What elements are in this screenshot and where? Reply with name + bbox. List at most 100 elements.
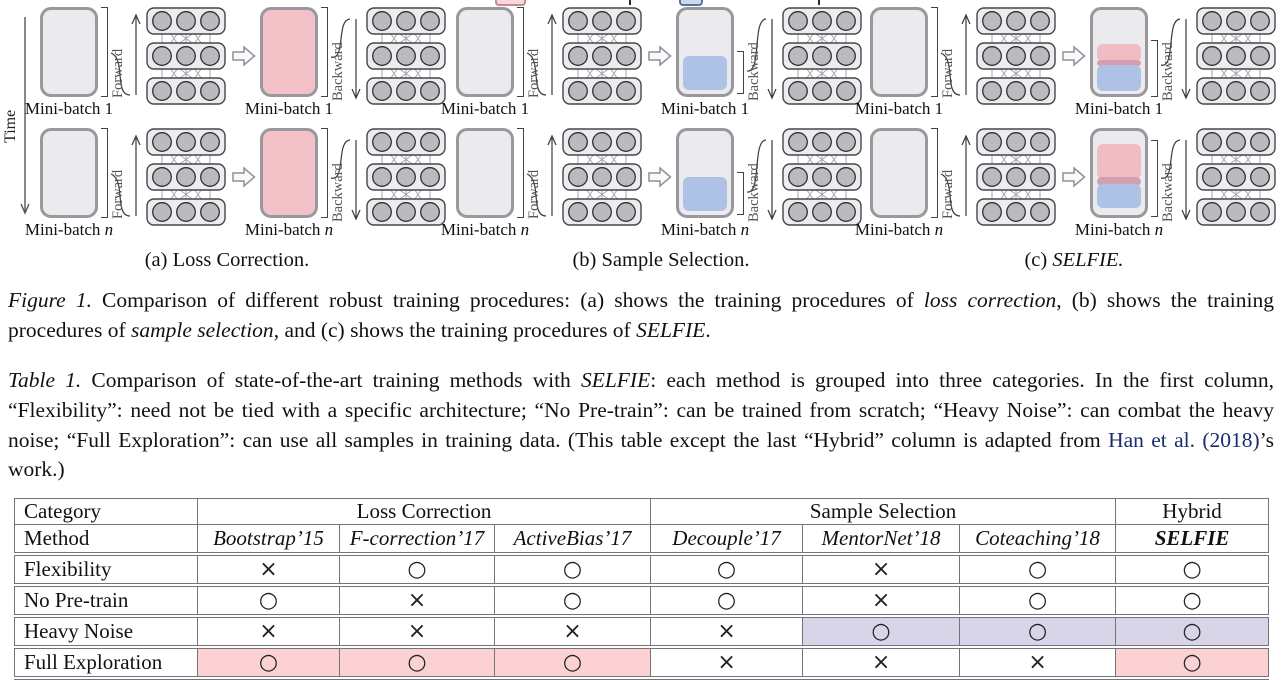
table-row-no-pretrain: No Pre-train ○ × ○ ○ × ○ ○: [14, 584, 1270, 618]
method-selfie: SELFIE: [1115, 523, 1270, 556]
overlap-band: [1096, 177, 1142, 186]
cell-value-highlighted: ○: [197, 646, 340, 680]
minibatch-output-loss-corrected: Mini-batch 1: [245, 7, 333, 118]
panel-c-caption: (c) SELFIE.: [1024, 249, 1124, 271]
backward-arrow-connector: Backward: [1160, 18, 1191, 101]
table-group-header-row: Category Loss Correction Sample Selectio…: [14, 497, 1270, 525]
comparison-table: Category Loss Correction Sample Selectio…: [14, 497, 1270, 680]
minibatch-label: Mini-batch n: [660, 220, 750, 239]
table-number: Table 1.: [8, 368, 82, 393]
method-header: Method: [14, 523, 198, 556]
group-loss-correction: Loss Correction: [196, 497, 652, 525]
bracket: [1151, 139, 1158, 218]
backward-arrow-connector: Backward: [746, 18, 777, 101]
time-axis: Time: [4, 17, 30, 215]
minibatch-label: Mini-batch n: [854, 220, 944, 239]
overlap-band: [1096, 60, 1142, 67]
backward-label: Backward: [330, 41, 346, 101]
minibatch-rect: [456, 128, 514, 218]
row-label: No Pre-train: [14, 584, 198, 618]
table-caption: Table 1. Comparison of state-of-the-art …: [8, 368, 1274, 482]
minibatch-label: Mini-batch n: [24, 220, 114, 239]
minibatch-rect: [1090, 7, 1148, 97]
backward-arrow-connector: Backward: [330, 18, 361, 101]
selected-clean-block: [1096, 183, 1142, 209]
neural-network-backward: [366, 7, 446, 105]
cell-value: ×: [959, 646, 1117, 680]
cell-value-highlighted: ○: [959, 615, 1117, 649]
bracket: [101, 128, 108, 218]
loss-corrected-rect: [260, 128, 318, 218]
block-arrow-icon: [648, 45, 672, 67]
figure-number: Figure 1.: [8, 288, 92, 312]
cell-value: ○: [1115, 584, 1270, 618]
table-method-header-row: Method Bootstrap’15 F-correction’17 Acti…: [14, 523, 1270, 556]
cell-value: ×: [802, 646, 961, 680]
table-row-full-exploration: Full Exploration ○ ○ ○ × × × ○: [14, 646, 1270, 680]
backward-label: Backward: [1160, 41, 1176, 101]
minibatch-input: Mini-batch 1: [441, 7, 529, 118]
block-arrow-icon: [1062, 45, 1086, 67]
minibatch-rect: [870, 128, 928, 218]
method-coteaching: Coteaching’18: [959, 523, 1117, 556]
refurbished-samples-swatch: [495, 0, 526, 6]
cell-value-highlighted: ○: [493, 646, 652, 680]
minibatch-input: Mini-batch 1: [855, 7, 943, 118]
figure-caption: Figure 1. Comparison of different robust…: [8, 288, 1274, 342]
bracket: [931, 7, 938, 97]
time-label: Time: [4, 110, 19, 143]
forward-arrow-connector: Forward: [526, 134, 557, 219]
neural-network-backward: [1196, 128, 1276, 226]
neural-network-forward: [146, 7, 226, 105]
panel-loss-correction: Time Mini-batch 1 Forward Mini-batc: [4, 7, 450, 272]
cell-value: ○: [493, 553, 652, 587]
cell-value: ○: [650, 553, 804, 587]
minibatch-input: Mini-batch n: [441, 128, 529, 239]
loss-corrected-rect: [260, 7, 318, 97]
forward-label: Forward: [940, 169, 956, 219]
row-label: Heavy Noise: [14, 615, 198, 649]
minibatch-output-selfie: Mini-batch 1: [1075, 7, 1163, 118]
minibatch-label: Mini-batch n: [244, 220, 334, 239]
selfie-row-1: Mini-batch 1 Forward Mini-batch 1: [855, 7, 1278, 119]
minibatch-output-selfie: Mini-batch n: [1075, 128, 1163, 239]
sample-selection-row-1: Mini-batch 1 Forward Mini-batch 1 Backwa…: [441, 7, 866, 119]
neural-network-backward: [782, 7, 862, 105]
legend-text-descender: [818, 0, 820, 5]
method-activebias: ActiveBias’17: [493, 523, 652, 556]
citation-link-han-2018[interactable]: Han et al. (2018): [1108, 427, 1260, 452]
minibatch-label: Mini-batch 1: [660, 99, 750, 118]
panel-a-caption: (a) Loss Correction.: [144, 249, 310, 271]
refurbished-block: [1096, 144, 1142, 179]
minibatch-input: Mini-batch n: [855, 128, 943, 239]
forward-arrow-connector: Forward: [110, 134, 141, 219]
neural-network-forward: [562, 128, 642, 226]
refurbished-block: [1096, 43, 1142, 63]
bracket: [321, 7, 328, 97]
cell-value-highlighted: ○: [802, 615, 961, 649]
cell-value: ○: [339, 553, 495, 587]
block-arrow-icon: [232, 45, 256, 67]
neural-network-forward: [562, 7, 642, 105]
legend-text-descender: [629, 0, 631, 5]
bracket: [737, 172, 744, 216]
neural-network-backward: [782, 128, 862, 226]
cell-value-highlighted: ○: [1115, 646, 1270, 680]
cell-value: ○: [1115, 553, 1270, 587]
backward-label: Backward: [746, 162, 762, 222]
cell-value: ○: [197, 584, 340, 618]
minibatch-label: Mini-batch n: [440, 220, 530, 239]
minibatch-label: Mini-batch 1: [440, 99, 530, 118]
bracket: [1151, 40, 1158, 98]
neural-network-backward: [1196, 7, 1276, 105]
table-row-heavy-noise: Heavy Noise × × × × ○ ○ ○: [14, 615, 1270, 649]
minibatch-output-selected: Mini-batch n: [661, 128, 749, 239]
panel-sample-selection: Mini-batch 1 Forward Mini-batch 1 Backwa…: [441, 7, 866, 272]
cell-value: ○: [959, 584, 1117, 618]
cropped-legend: [0, 0, 1282, 9]
minibatch-rect: [676, 128, 734, 218]
sample-selection-row-n: Mini-batch n Forward Mini-batch n Backwa…: [441, 128, 866, 240]
row-label: Full Exploration: [14, 646, 198, 680]
cell-value: ×: [802, 553, 961, 587]
bracket: [517, 128, 524, 218]
